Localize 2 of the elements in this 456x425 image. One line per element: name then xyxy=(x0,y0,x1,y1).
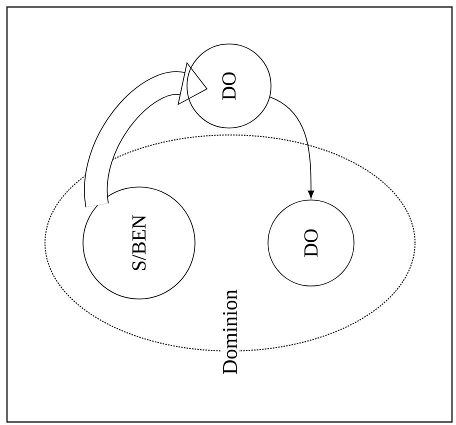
ellipse-label: Dominion xyxy=(220,287,240,377)
arrow xyxy=(270,96,314,198)
